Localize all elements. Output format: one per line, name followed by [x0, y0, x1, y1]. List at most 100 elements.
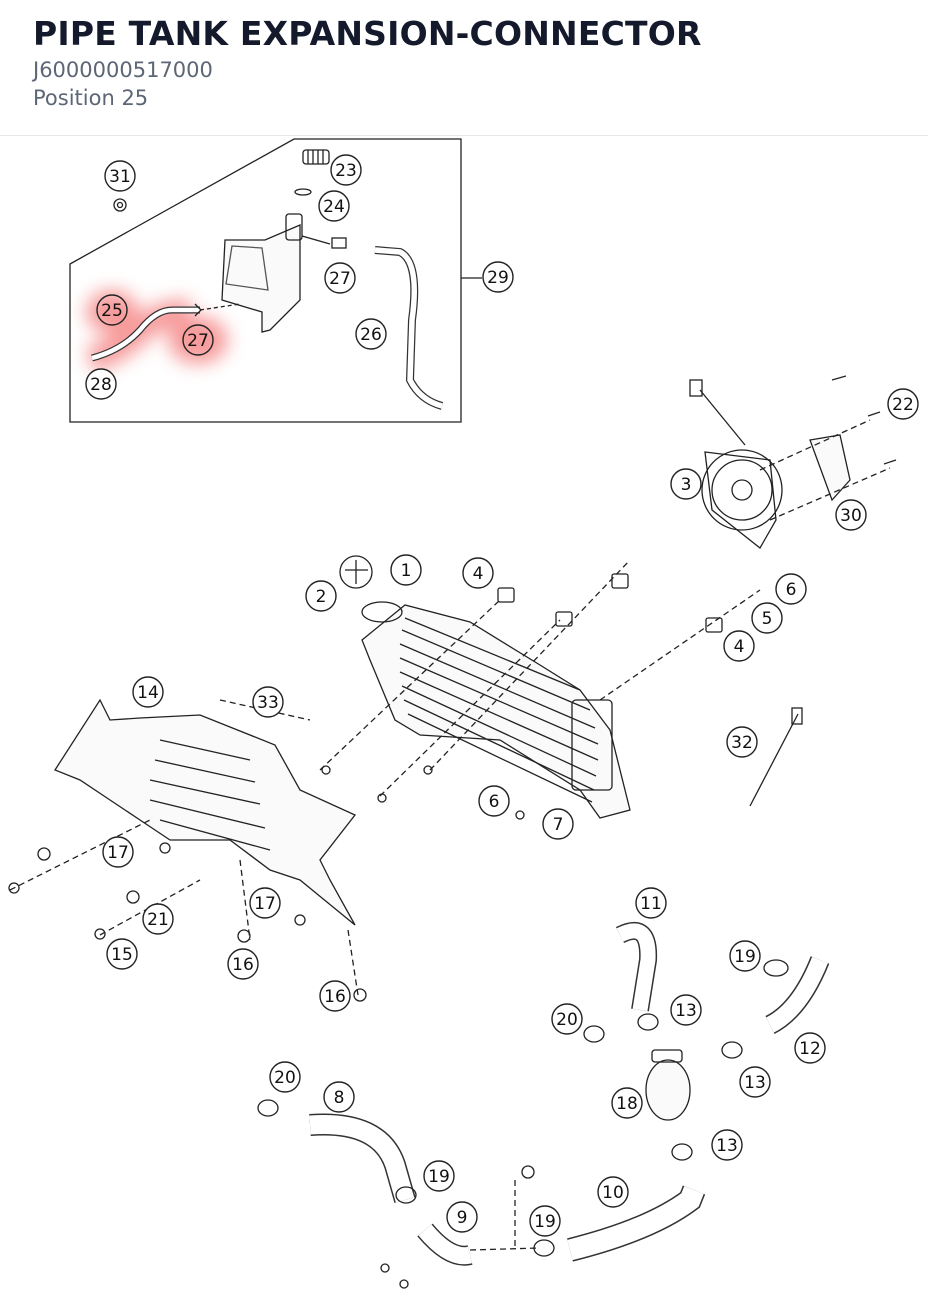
callout-31[interactable]: 31: [104, 160, 136, 192]
callout-number: 13: [716, 1136, 738, 1156]
callout-13[interactable]: 13: [670, 994, 702, 1026]
callout-23[interactable]: 23: [330, 154, 362, 186]
callout-circle: [390, 554, 422, 586]
radiator-shroud-icon: [8, 698, 367, 1002]
callout-22[interactable]: 22: [887, 388, 919, 420]
inset-frame: [69, 138, 462, 423]
callout-circle: [323, 1081, 355, 1113]
callout-circle: [85, 368, 117, 400]
callout-20[interactable]: 20: [551, 1003, 583, 1035]
callout-circle: [269, 1061, 301, 1093]
callout-circle: [142, 903, 174, 935]
callout-circle: [611, 1087, 643, 1119]
callout-number: 30: [840, 506, 862, 526]
callout-number: 27: [329, 269, 351, 289]
callout-6[interactable]: 6: [478, 785, 510, 817]
callout-number: 4: [473, 564, 484, 584]
callout-30[interactable]: 30: [835, 499, 867, 531]
callout-circle: [104, 160, 136, 192]
callout-circle: [542, 808, 574, 840]
callout-26[interactable]: 26: [355, 318, 387, 350]
callout-number: 16: [324, 987, 346, 1007]
callout-number: 12: [799, 1039, 821, 1059]
callout-circle: [726, 726, 758, 758]
callout-16[interactable]: 16: [227, 948, 259, 980]
callout-circle: [355, 318, 387, 350]
page-title: PIPE TANK EXPANSION-CONNECTOR: [33, 14, 702, 53]
callout-circle: [711, 1129, 743, 1161]
callout-circle: [597, 1176, 629, 1208]
callout-circle: [227, 948, 259, 980]
callout-number: 2: [316, 587, 327, 607]
callout-27[interactable]: 27: [324, 262, 356, 294]
callout-circle: [635, 887, 667, 919]
callout-27[interactable]: 27: [182, 324, 214, 356]
callout-21[interactable]: 21: [142, 903, 174, 935]
callout-circle: [319, 980, 351, 1012]
callout-9[interactable]: 9: [446, 1201, 478, 1233]
callout-14[interactable]: 14: [132, 676, 164, 708]
callout-circle: [305, 580, 337, 612]
callout-13[interactable]: 13: [739, 1066, 771, 1098]
callout-32[interactable]: 32: [726, 726, 758, 758]
callout-16[interactable]: 16: [319, 980, 351, 1012]
callout-19[interactable]: 19: [529, 1205, 561, 1237]
callout-28[interactable]: 28: [85, 368, 117, 400]
callout-2[interactable]: 2: [305, 580, 337, 612]
position-label: Position 25: [33, 86, 149, 110]
callout-circle: [835, 499, 867, 531]
callout-29[interactable]: 29: [482, 261, 514, 293]
callout-5[interactable]: 5: [751, 602, 783, 634]
callout-19[interactable]: 19: [729, 940, 761, 972]
callout-25[interactable]: 25: [96, 294, 128, 326]
callout-13[interactable]: 13: [711, 1129, 743, 1161]
expansion-tank-icon: [221, 213, 347, 333]
callout-number: 10: [602, 1183, 624, 1203]
callout-6[interactable]: 6: [775, 573, 807, 605]
callout-circle: [462, 557, 494, 589]
callout-number: 6: [489, 792, 500, 812]
callout-33[interactable]: 33: [252, 686, 284, 718]
callout-10[interactable]: 10: [597, 1176, 629, 1208]
callout-17[interactable]: 17: [102, 836, 134, 868]
callout-19[interactable]: 19: [423, 1160, 455, 1192]
callout-number: 9: [457, 1208, 468, 1228]
callout-11[interactable]: 11: [635, 887, 667, 919]
callout-3[interactable]: 3: [670, 468, 702, 500]
callout-number: 1: [401, 561, 412, 581]
callout-number: 13: [675, 1001, 697, 1021]
callout-24[interactable]: 24: [318, 190, 350, 222]
callout-number: 15: [111, 945, 133, 965]
callout-17[interactable]: 17: [249, 887, 281, 919]
callout-20[interactable]: 20: [269, 1061, 301, 1093]
callout-15[interactable]: 15: [106, 938, 138, 970]
callout-circle: [529, 1205, 561, 1237]
callout-number: 16: [232, 955, 254, 975]
callout-4[interactable]: 4: [462, 557, 494, 589]
callout-number: 13: [744, 1073, 766, 1093]
callout-circle: [887, 388, 919, 420]
coolant-hoses-icon: [257, 921, 830, 1289]
callout-18[interactable]: 18: [611, 1087, 643, 1119]
callout-circle: [729, 940, 761, 972]
callout-1[interactable]: 1: [390, 554, 422, 586]
callout-number: 27: [187, 331, 209, 351]
callout-12[interactable]: 12: [794, 1032, 826, 1064]
callout-circle: [670, 468, 702, 500]
tank-cap-icon: [294, 149, 330, 196]
callout-number: 11: [640, 894, 662, 914]
callout-circle: [330, 154, 362, 186]
callout-circle: [318, 190, 350, 222]
callout-7[interactable]: 7: [542, 808, 574, 840]
callout-number: 4: [734, 637, 745, 657]
callout-number: 23: [335, 161, 357, 181]
radiator-icon: [319, 555, 803, 820]
callout-8[interactable]: 8: [323, 1081, 355, 1113]
callout-number: 22: [892, 395, 914, 415]
callout-number: 8: [334, 1088, 345, 1108]
callout-circle: [775, 573, 807, 605]
callout-number: 17: [107, 843, 129, 863]
callout-circle: [551, 1003, 583, 1035]
callout-4[interactable]: 4: [723, 630, 755, 662]
